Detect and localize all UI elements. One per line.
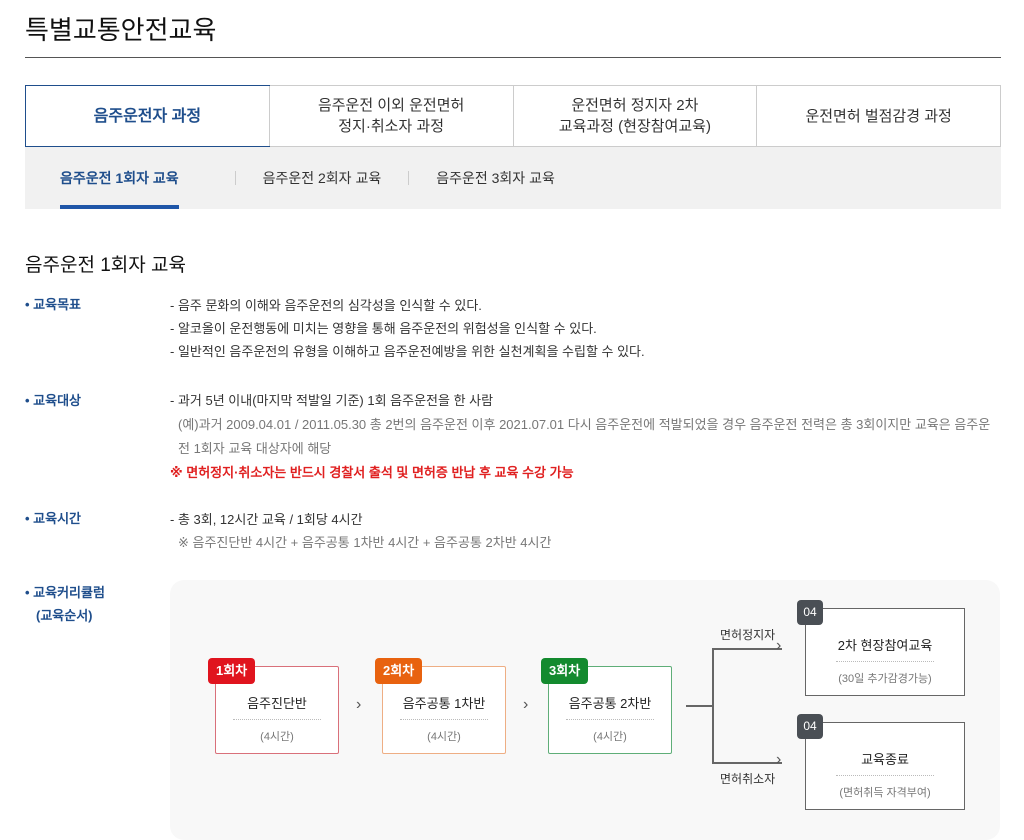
divider xyxy=(25,57,1001,58)
outcome-number-badge: 04 xyxy=(797,600,823,625)
tab-penalty-reduction[interactable]: 운전면허 벌점감경 과정 xyxy=(756,86,1000,146)
separator xyxy=(234,171,236,185)
step-2-badge: 2회차 xyxy=(375,658,423,684)
step-3-badge: 3회차 xyxy=(541,658,589,684)
time-note: ※ 음주진단반 4시간 + 음주공통 1차반 4시간 + 음주공통 2차반 4시… xyxy=(178,535,552,550)
target-line: - 과거 5년 이내(마지막 적발일 기준) 1회 음주운전을 한 사람 xyxy=(170,393,494,408)
time-label: 교육시간 xyxy=(25,508,81,530)
time-line: - 총 3회, 12시간 교육 / 1회당 4시간 xyxy=(170,512,363,527)
branch-label-suspended: 면허정지자 xyxy=(720,628,776,642)
goal-line: - 일반적인 음주운전의 유형을 이해하고 음주운전예방을 위한 실천계획을 수… xyxy=(170,344,645,359)
outcome-sub: (면허취득 자격부여) xyxy=(839,787,931,799)
subtab-third[interactable]: 음주운전 3회자 교육 xyxy=(436,170,555,186)
page-title: 특별교통안전교육 xyxy=(25,15,217,45)
step-title: 음주진단반 xyxy=(247,696,307,711)
step-title: 음주공통 1차반 xyxy=(402,696,486,711)
subtab-second[interactable]: 음주운전 2회자 교육 xyxy=(262,170,382,186)
goal-line: - 음주 문화의 이해와 음주운전의 심각성을 인식할 수 있다. xyxy=(170,298,482,313)
target-content: - 과거 5년 이내(마지막 적발일 기준) 1회 음주운전을 한 사람 (예)… xyxy=(170,389,1000,485)
outcome-number-badge: 04 xyxy=(797,714,823,739)
section-title: 음주운전 1회자 교육 xyxy=(25,255,186,276)
tab-suspended-revoked[interactable]: 음주운전 이외 운전면허 정지·취소자 과정 xyxy=(268,86,513,146)
outcome-title: 2차 현장참여교육 xyxy=(837,638,933,653)
connector-line xyxy=(712,648,782,650)
separator xyxy=(408,171,410,185)
outcome-sub: (30일 추가감경가능) xyxy=(838,673,932,685)
connector-line xyxy=(712,762,782,764)
tab-label: 음주운전 이외 운전면허 정지·취소자 과정 xyxy=(317,97,465,135)
arrow-right-icon: › xyxy=(776,751,782,768)
step-2-box: 음주공통 1차반 (4시간) xyxy=(382,666,506,754)
outcome-title: 교육종료 xyxy=(861,752,909,767)
target-example: (예)과거 2009.04.01 / 2011.05.30 총 2번의 음주운전… xyxy=(178,417,991,456)
chevron-right-icon: › xyxy=(523,696,529,713)
goal-line: - 알코올이 운전행동에 미치는 영향을 통해 음주운전의 위험성을 인식할 수… xyxy=(170,321,597,336)
arrow-right-icon: › xyxy=(776,637,782,654)
target-label: 교육대상 xyxy=(25,390,81,412)
step-title: 음주공통 2차반 xyxy=(568,696,652,711)
connector-line xyxy=(686,705,713,707)
goal-content: - 음주 문화의 이해와 음주운전의 심각성을 인식할 수 있다. - 알코올이… xyxy=(170,294,645,363)
connector-line xyxy=(712,648,714,763)
course-tabs: 음주운전자 과정 음주운전 이외 운전면허 정지·취소자 과정 운전면허 정지자… xyxy=(25,85,1001,147)
curriculum-label: 교육커리큘럼 xyxy=(25,582,105,604)
goal-label: 교육목표 xyxy=(25,294,81,316)
subtab-bar: 음주운전 1회자 교육 음주운전 2회자 교육 음주운전 3회자 교육 xyxy=(25,147,1001,209)
chevron-right-icon: › xyxy=(356,696,362,713)
step-1-badge: 1회차 xyxy=(208,658,256,684)
step-duration: (4시간) xyxy=(427,731,461,743)
outcome-completion: 교육종료 (면허취득 자격부여) xyxy=(805,722,965,810)
outcome-field-education: 2차 현장참여교육 (30일 추가감경가능) xyxy=(805,608,965,696)
time-content: - 총 3회, 12시간 교육 / 1회당 4시간 ※ 음주진단반 4시간 + … xyxy=(170,508,551,554)
tab-drunk-driving[interactable]: 음주운전자 과정 xyxy=(25,85,270,147)
subtab-first[interactable]: 음주운전 1회자 교육 xyxy=(60,147,179,209)
step-duration: (4시간) xyxy=(593,731,627,743)
curriculum-sublabel: (교육순서) xyxy=(36,608,93,623)
step-1-box: 음주진단반 (4시간) xyxy=(215,666,339,754)
target-notice: ※ 면허정지·취소자는 반드시 경찰서 출석 및 면허증 반납 후 교육 수강 … xyxy=(170,465,574,480)
step-duration: (4시간) xyxy=(260,731,294,743)
curriculum-diagram: 음주진단반 (4시간) 1회차 › 음주공통 1차반 (4시간) 2회차 › 음… xyxy=(170,580,1000,840)
branch-label-revoked: 면허취소자 xyxy=(720,772,776,786)
tab-second-field[interactable]: 운전면허 정지자 2차 교육과정 (현장참여교육) xyxy=(512,86,757,146)
tab-label: 운전면허 정지자 2차 교육과정 (현장참여교육) xyxy=(558,97,711,135)
